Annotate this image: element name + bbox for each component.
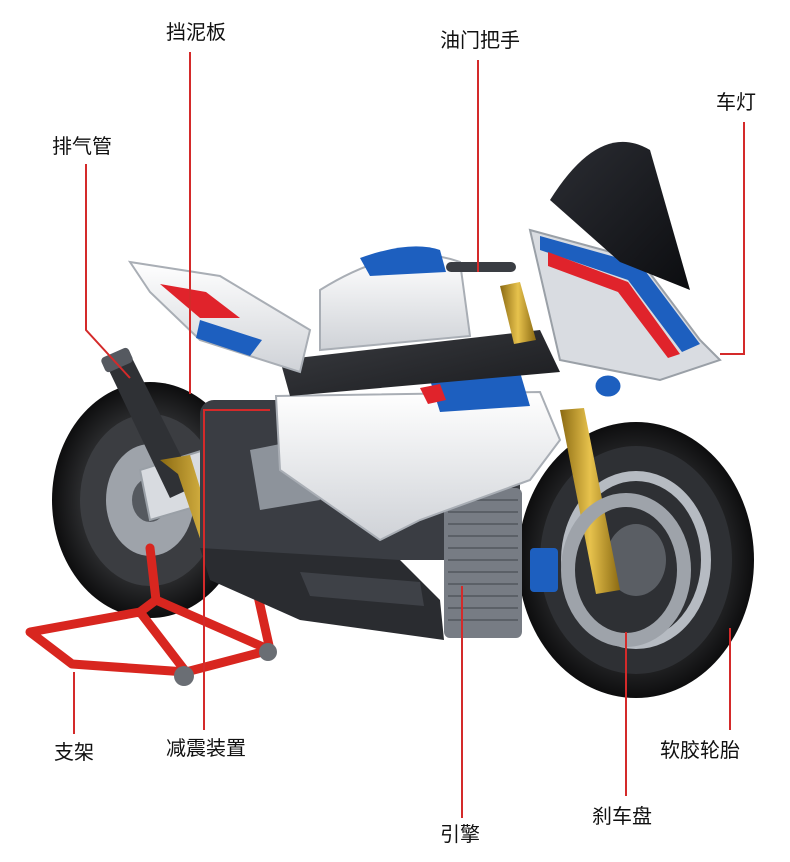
label-headlight: 车灯: [716, 90, 756, 114]
stand-wheel-icon: [259, 643, 277, 661]
bmw-logo-icon: [592, 372, 624, 400]
rear-shock: [160, 455, 270, 562]
leader-line-exhaust: [85, 164, 131, 379]
front-fairing: [528, 141, 722, 400]
leader-line-headlight: [720, 122, 745, 355]
label-stand: 支架: [54, 740, 94, 764]
front-fork: [560, 408, 620, 594]
livery-stripe-blue: [430, 372, 530, 412]
side-fairing: [274, 390, 562, 542]
tank-stripe: [360, 246, 446, 276]
stand-wheel-icon: [174, 666, 194, 686]
fuel-tank-carbon: [280, 330, 560, 396]
label-mudguard: 挡泥板: [166, 20, 226, 44]
leader-line-shock: [203, 409, 270, 730]
front-wheel: [518, 422, 754, 698]
label-disc: 刹车盘: [592, 804, 652, 828]
label-shock: 减震装置: [166, 736, 246, 760]
fork-top: [500, 282, 536, 344]
belly-decal: [300, 572, 424, 606]
handlebar: [446, 262, 516, 272]
radiator: [444, 488, 522, 638]
radiator-fins: [448, 499, 518, 621]
label-exhaust: 排气管: [52, 134, 112, 158]
label-engine: 引擎: [440, 822, 480, 846]
leader-lines: [73, 52, 745, 818]
label-tire: 软胶轮胎: [660, 738, 740, 762]
livery-stripe-red: [420, 384, 446, 404]
label-throttle: 油门把手: [440, 28, 520, 52]
tail-section: [127, 260, 312, 374]
